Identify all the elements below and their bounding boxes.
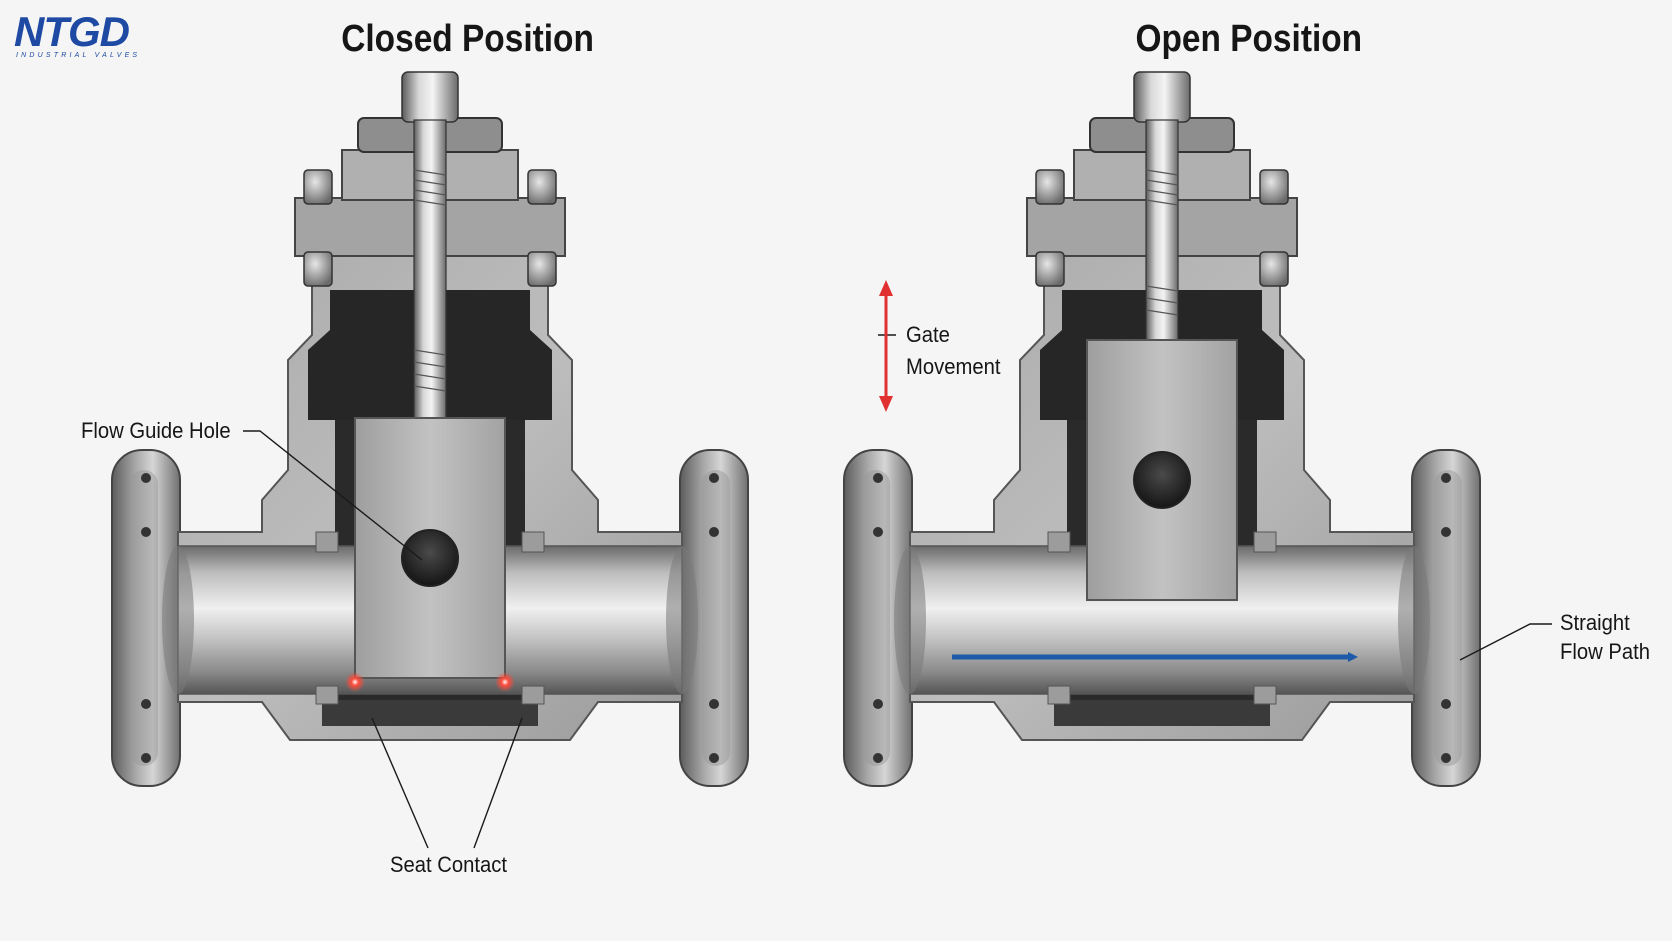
- logo-wordmark: NTGD: [14, 8, 130, 55]
- gate-movement-arrow: [879, 280, 893, 412]
- ntgd-logo: NTGD INDUSTRIAL VALVES: [14, 10, 174, 64]
- straight-flow-label-line2: Flow Path: [1560, 639, 1651, 664]
- seat-contact-left: [345, 672, 365, 692]
- seat-contact-leader-right: [473, 717, 523, 849]
- seat-contact-leader-left: [371, 717, 429, 849]
- gate-movement-label-line1: Gate: [906, 322, 950, 347]
- open-position-title: Open Position: [1135, 18, 1363, 60]
- gate-movement-label-line2: Movement: [906, 354, 1001, 379]
- closed-position-title: Closed Position: [341, 18, 594, 60]
- closed-valve: [111, 71, 749, 787]
- flow-guide-leader: [243, 430, 423, 561]
- flow-guide-hole-label: Flow Guide Hole: [81, 418, 231, 443]
- straight-flow-label-line1: Straight: [1560, 610, 1630, 635]
- logo-tagline: INDUSTRIAL VALVES: [16, 52, 141, 59]
- straight-flow-leader: [1459, 623, 1552, 661]
- seat-contact-label: Seat Contact: [390, 852, 508, 877]
- seat-contact-right: [495, 672, 515, 692]
- open-valve: [843, 71, 1481, 787]
